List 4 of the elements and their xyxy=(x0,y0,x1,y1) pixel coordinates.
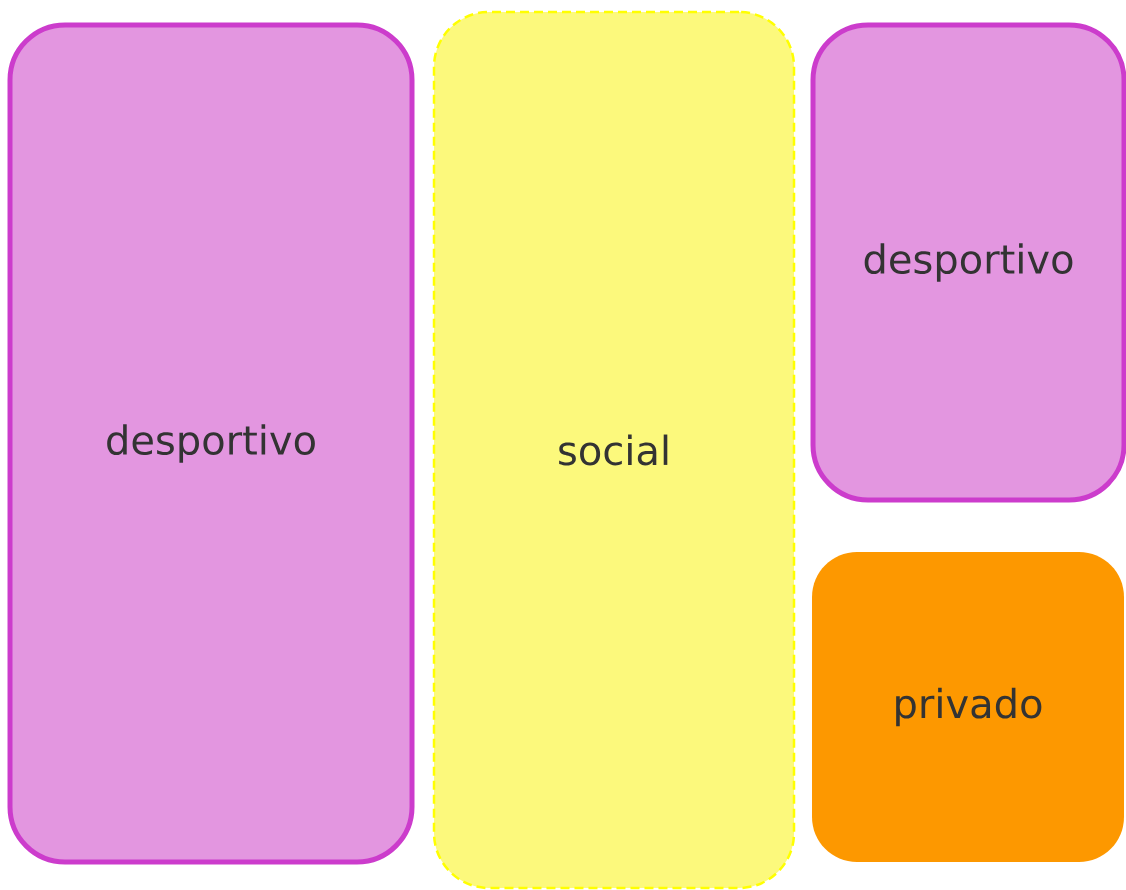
rounded-box: desportivo xyxy=(810,22,1126,503)
rounded-box: social xyxy=(432,10,796,890)
rounded-box: desportivo xyxy=(7,22,415,865)
rounded-box: privado xyxy=(812,552,1124,862)
